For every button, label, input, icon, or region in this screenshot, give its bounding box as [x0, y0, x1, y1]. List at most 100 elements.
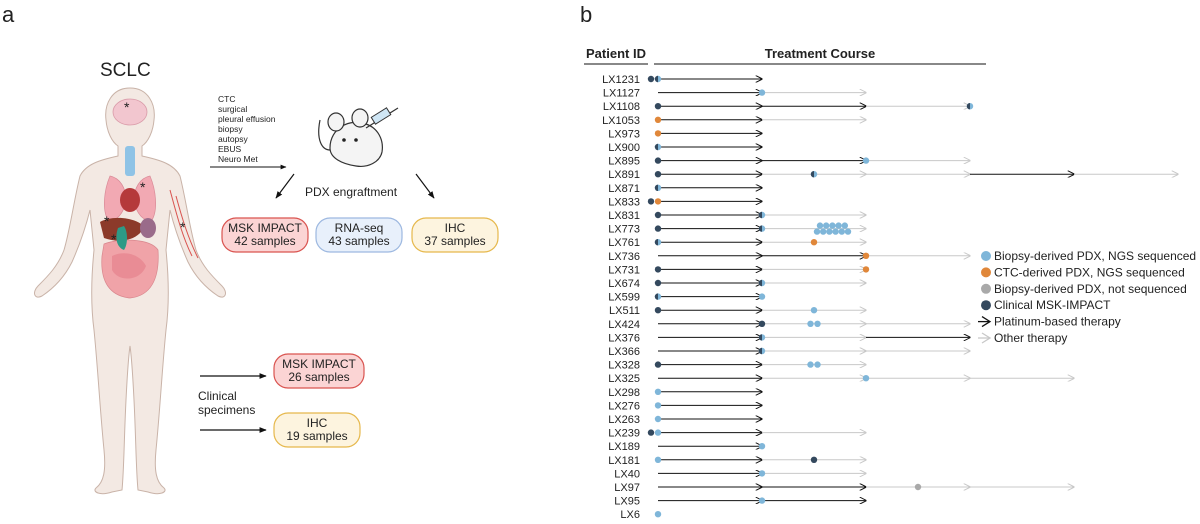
patient-row: LX40: [614, 468, 866, 480]
sample-marker: [654, 279, 662, 287]
human-body-illustration: * * * * *: [34, 87, 226, 495]
patient-row: LX189: [608, 441, 766, 453]
patient-rows: LX1231LX1127LX1108LX1053LX973LX900LX895L…: [602, 74, 1178, 521]
patient-row: LX1108: [603, 101, 974, 113]
sample-marker-half: [654, 239, 658, 246]
sample-marker: [654, 402, 662, 409]
sample-marker: [810, 456, 818, 463]
patient-row: LX871: [608, 183, 762, 195]
patient-row: LX511: [609, 305, 866, 317]
sample-marker: [862, 375, 870, 382]
tumor-star-adrenal: *: [111, 231, 117, 247]
patient-id: LX731: [608, 264, 640, 276]
box-count: 26 samples: [288, 370, 349, 384]
patient-row: LX95: [614, 496, 866, 508]
tumor-star-liver: *: [104, 213, 110, 229]
patient-id: LX376: [608, 332, 640, 344]
sample-marker: [807, 320, 814, 327]
patient-id: LX973: [608, 128, 640, 140]
legend-item: Platinum-based therapy: [978, 315, 1121, 329]
sample-marker: [654, 511, 662, 518]
patient-id: LX263: [608, 414, 640, 426]
patient-row: LX366: [608, 346, 970, 358]
patient-id: LX366: [608, 346, 640, 358]
sample-marker-half: [758, 334, 762, 341]
engraft-arrow-left: [275, 173, 295, 199]
patient-row: LX328: [608, 360, 866, 372]
patient-id: LX189: [608, 441, 640, 453]
sample-marker-half: [810, 171, 814, 178]
clinical-ihc-box: IHC 19 samples: [273, 412, 361, 448]
patient-row: LX298: [608, 387, 762, 399]
patient-id: LX831: [608, 210, 640, 222]
sample-marker: [838, 228, 845, 235]
sample-marker: [758, 89, 766, 96]
patient-row: LX773: [608, 222, 866, 236]
pdx-engraftment-label: PDX engraftment: [305, 185, 398, 199]
sample-marker: [654, 388, 662, 395]
sample-marker: [820, 228, 827, 235]
patient-id: LX424: [608, 319, 640, 331]
sample-marker: [654, 171, 662, 178]
sample-marker: [654, 130, 662, 137]
sample-marker: [829, 222, 836, 229]
sample-marker: [654, 116, 662, 124]
patient-id: LX328: [608, 360, 640, 372]
source-item: Neuro Met: [218, 154, 258, 164]
patient-row: LX1231: [602, 74, 762, 86]
patient-id: LX511: [609, 305, 640, 317]
patient-row: LX424: [608, 319, 970, 331]
legend-item: CTC-derived PDX, NGS sequenced: [981, 265, 1185, 279]
box-title: MSK IMPACT: [228, 221, 302, 235]
sample-marker: [654, 307, 662, 314]
patient-row: LX263: [608, 414, 762, 426]
sample-marker: [814, 361, 821, 368]
source-item: CTC: [218, 94, 235, 104]
patient-row: LX891: [608, 169, 1178, 181]
sample-sources-list: CTC surgical pleural effusion biopsy aut…: [218, 94, 276, 164]
patient-id: LX736: [608, 251, 640, 263]
pdx-rnaseq-box: RNA-seq 43 samples: [315, 217, 403, 253]
mouse-syringe-illustration: [318, 107, 399, 167]
sample-marker: [813, 228, 821, 235]
sample-marker: [654, 456, 662, 463]
patient-row: LX833: [608, 196, 762, 208]
sample-marker-half: [758, 347, 762, 355]
sample-marker: [832, 228, 839, 235]
sample-marker: [862, 157, 870, 164]
sample-marker: [807, 361, 814, 368]
tumor-star-brain: *: [124, 99, 130, 115]
sample-marker: [647, 75, 655, 83]
sample-marker-half: [966, 103, 970, 110]
box-count: 19 samples: [286, 429, 347, 443]
legend-item: Biopsy-derived PDX, NGS sequenced: [981, 249, 1196, 263]
sample-marker: [823, 222, 830, 229]
legend-swatch: [981, 283, 991, 294]
legend-label: Other therapy: [994, 331, 1067, 345]
sample-marker: [654, 157, 662, 164]
source-item: autopsy: [218, 134, 249, 144]
sample-marker: [841, 222, 848, 229]
panel-b-label: b: [580, 2, 592, 27]
panel-a-label: a: [2, 2, 15, 27]
sample-marker: [654, 103, 662, 110]
legend-item: Other therapy: [978, 331, 1067, 345]
legend-item: Clinical MSK-IMPACT: [981, 298, 1111, 312]
sample-marker: [647, 429, 655, 436]
legend-swatch: [981, 300, 991, 311]
patient-row: LX895: [608, 156, 970, 168]
clinical-label-2: specimens: [198, 403, 255, 417]
patient-row: LX325: [608, 373, 1074, 385]
legend-swatch: [981, 267, 991, 278]
box-shape: [273, 412, 361, 448]
patient-row: LX1127: [603, 88, 866, 100]
patient-id: LX599: [608, 292, 640, 304]
source-item: pleural effusion: [218, 114, 276, 124]
sample-marker: [758, 293, 766, 300]
box-shape: [411, 217, 499, 253]
patient-id: LX1108: [603, 101, 640, 113]
pdx-ihc-box: IHC 37 samples: [411, 217, 499, 253]
legend-item: Biopsy-derived PDX, not sequenced: [981, 282, 1187, 296]
clinical-msk-impact-box: MSK IMPACT 26 samples: [273, 353, 365, 389]
legend-swatch: [981, 251, 991, 261]
